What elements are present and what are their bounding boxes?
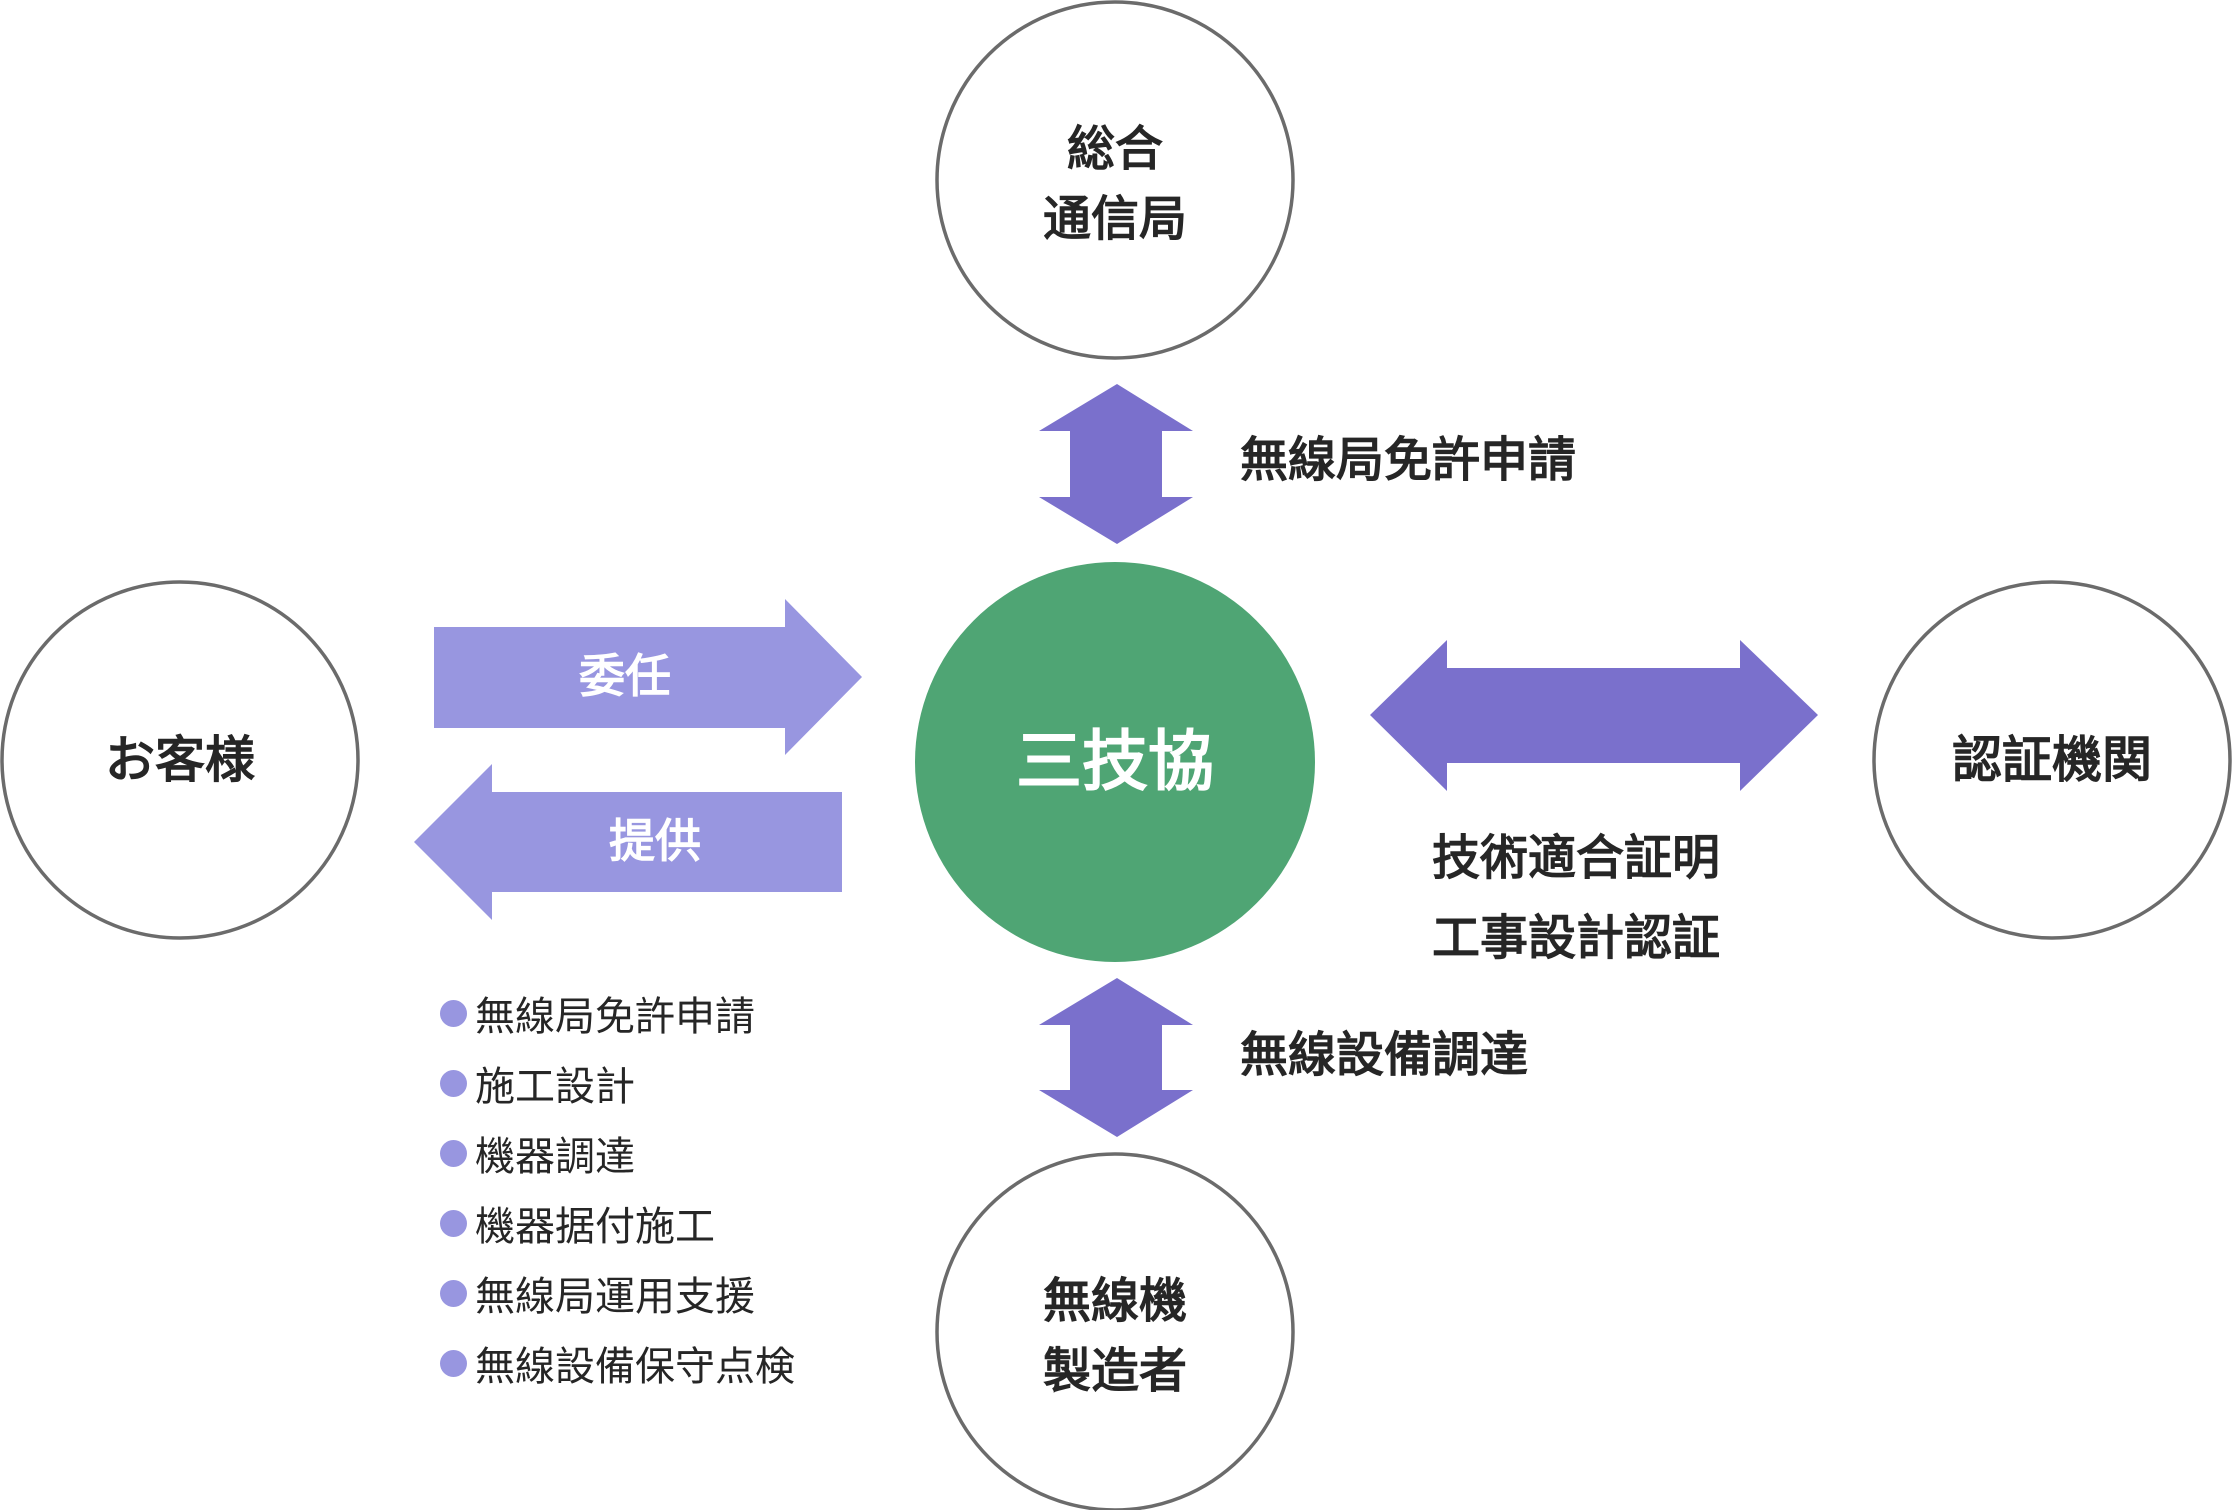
bottom-relation-label: 無線設備調達 [1240, 1027, 1529, 1083]
soumu-label-line-1: 総合 [1066, 121, 1163, 177]
service-item: 無線局免許申請 [440, 978, 795, 1048]
manufacturer-label-line-2: 製造者 [1042, 1343, 1187, 1399]
top-relation-label: 無線局免許申請 [1240, 432, 1577, 488]
delegate-label: 委任 [579, 649, 671, 703]
service-item: 施工設計 [440, 1048, 795, 1118]
service-item: 無線局運用支援 [440, 1258, 795, 1328]
bullet-icon [440, 1209, 467, 1237]
right-relation-line-2: 工事設計認証 [1432, 910, 1721, 966]
manufacturer-circle [935, 1152, 1295, 1510]
top-double-arrow [1039, 384, 1193, 544]
bullet-icon [440, 1139, 467, 1167]
service-item-label: 無線設備保守点検 [475, 1344, 795, 1390]
delegate-arrow [434, 599, 862, 755]
bullet-icon [440, 1279, 467, 1307]
soumu-circle [935, 0, 1295, 360]
manufacturer-label: 無線機 製造者 [965, 1266, 1265, 1406]
service-item-label: 機器調達 [475, 1134, 635, 1180]
service-item: 無線設備保守点検 [440, 1328, 795, 1398]
service-item-label: 機器据付施工 [475, 1204, 715, 1250]
service-item-label: 施工設計 [475, 1064, 635, 1110]
certification-circle [1872, 580, 2232, 940]
service-item-label: 無線局免許申請 [475, 994, 755, 1040]
provide-label: 提供 [609, 814, 701, 868]
customer-circle [0, 580, 360, 940]
bottom-double-arrow [1039, 978, 1193, 1137]
bullet-icon [440, 1069, 467, 1097]
right-relation-label: 技術適合証明 工事設計認証 [1432, 818, 1720, 978]
bullet-icon [440, 999, 467, 1027]
bullet-icon [440, 1349, 467, 1377]
service-list: 無線局免許申請 施工設計 機器調達 機器据付施工 無線局運用支援 無線設備保守点… [440, 978, 795, 1398]
soumu-label-line-2: 通信局 [1042, 191, 1187, 247]
service-item-label: 無線局運用支援 [475, 1274, 755, 1320]
customer-label: お客様 [105, 731, 255, 789]
service-item: 機器据付施工 [440, 1188, 795, 1258]
right-double-arrow [1370, 640, 1818, 791]
manufacturer-label-line-1: 無線機 [1042, 1273, 1187, 1329]
provide-arrow [414, 764, 842, 920]
certification-label: 認証機関 [1952, 731, 2152, 789]
center-circle [915, 562, 1315, 962]
service-item: 機器調達 [440, 1118, 795, 1188]
center-label: 三技協 [1016, 723, 1214, 800]
soumu-label: 総合 通信局 [965, 114, 1265, 254]
right-relation-line-1: 技術適合証明 [1432, 830, 1721, 886]
